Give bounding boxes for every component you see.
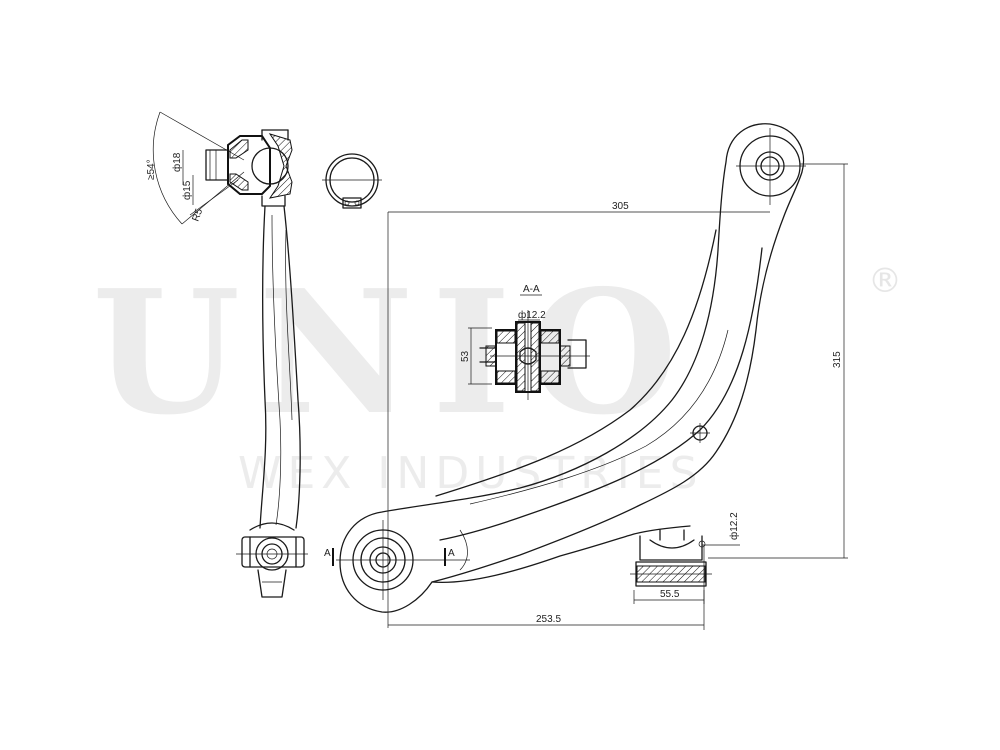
diameter-18-label: ф18 xyxy=(171,152,183,172)
section-diameter: ф12.2 xyxy=(518,309,546,321)
diameter-15-label: ф15 xyxy=(181,180,193,200)
arm-outline xyxy=(339,123,805,613)
main-view: 305 315 253.5 55.5 ф12.2 xyxy=(324,123,848,630)
section-mark-left: A xyxy=(324,548,331,559)
dim-bushing-width: 55.5 xyxy=(660,589,680,600)
rear-bushing xyxy=(630,529,712,587)
angle-label: ≥54° xyxy=(146,159,157,180)
side-ball-joint xyxy=(205,129,293,207)
section-aa: A-A ф12.2 53 xyxy=(460,284,590,400)
dim-bushing-diameter: ф12.2 xyxy=(728,512,740,540)
section-height: 53 xyxy=(460,350,471,362)
watermark-subtitle: WEX INDUSTRIES xyxy=(238,448,704,499)
top-ball-joint xyxy=(736,128,806,205)
side-view: ≥54° ф18 ф15 R5 xyxy=(146,111,308,598)
arm-rib-lower xyxy=(439,247,763,541)
front-bushing-eye: A A xyxy=(324,520,470,600)
side-arm-right-edge xyxy=(283,205,301,529)
arm-rib-upper xyxy=(435,229,717,497)
section-mark-right: A xyxy=(448,548,455,559)
clip-ring-view xyxy=(322,153,382,209)
side-arm-left-edge xyxy=(259,205,267,529)
watermark-brand: UNIO xyxy=(92,253,695,453)
dim-height: 315 xyxy=(832,351,843,368)
arm-hole-marker xyxy=(690,423,710,443)
watermark-registered-mark: ® xyxy=(868,261,902,301)
dim-width-top: 305 xyxy=(612,201,629,212)
radius-label: R5 xyxy=(190,207,205,223)
angle-arc xyxy=(153,111,183,225)
watermark: UNIO ® WEX INDUSTRIES xyxy=(92,253,902,499)
section-title: A-A xyxy=(523,284,540,295)
side-bushing xyxy=(236,522,308,598)
dim-width-bottom: 253.5 xyxy=(536,614,561,625)
